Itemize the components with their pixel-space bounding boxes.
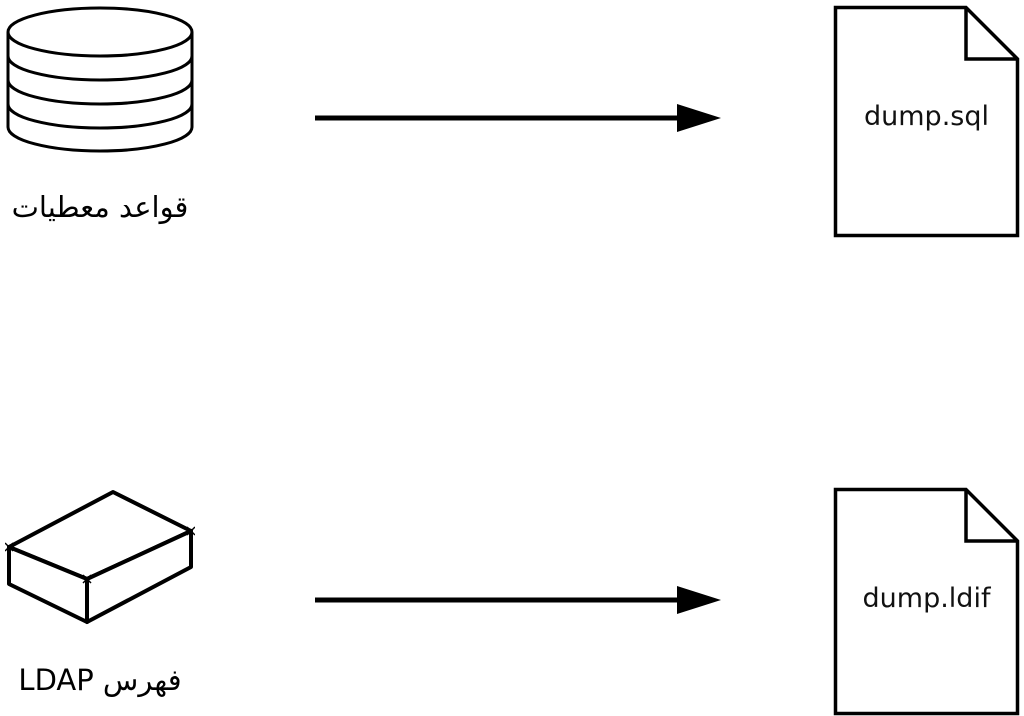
right-arrow-icon	[313, 100, 723, 136]
sql-document-icon: dump.sql	[833, 5, 1020, 238]
sql-file-label: dump.sql	[864, 101, 989, 132]
ldap-isometric-box-icon	[5, 487, 195, 627]
ldap-label: فهرس LDAP	[18, 663, 182, 697]
ldif-document-icon: dump.ldif	[833, 487, 1020, 716]
database-cylinder-icon	[5, 5, 195, 157]
corner-marker	[5, 526, 195, 584]
right-arrow-icon	[313, 582, 723, 618]
database-label: قواعد معطيات	[11, 190, 189, 224]
ldif-file-label: dump.ldif	[862, 583, 991, 614]
